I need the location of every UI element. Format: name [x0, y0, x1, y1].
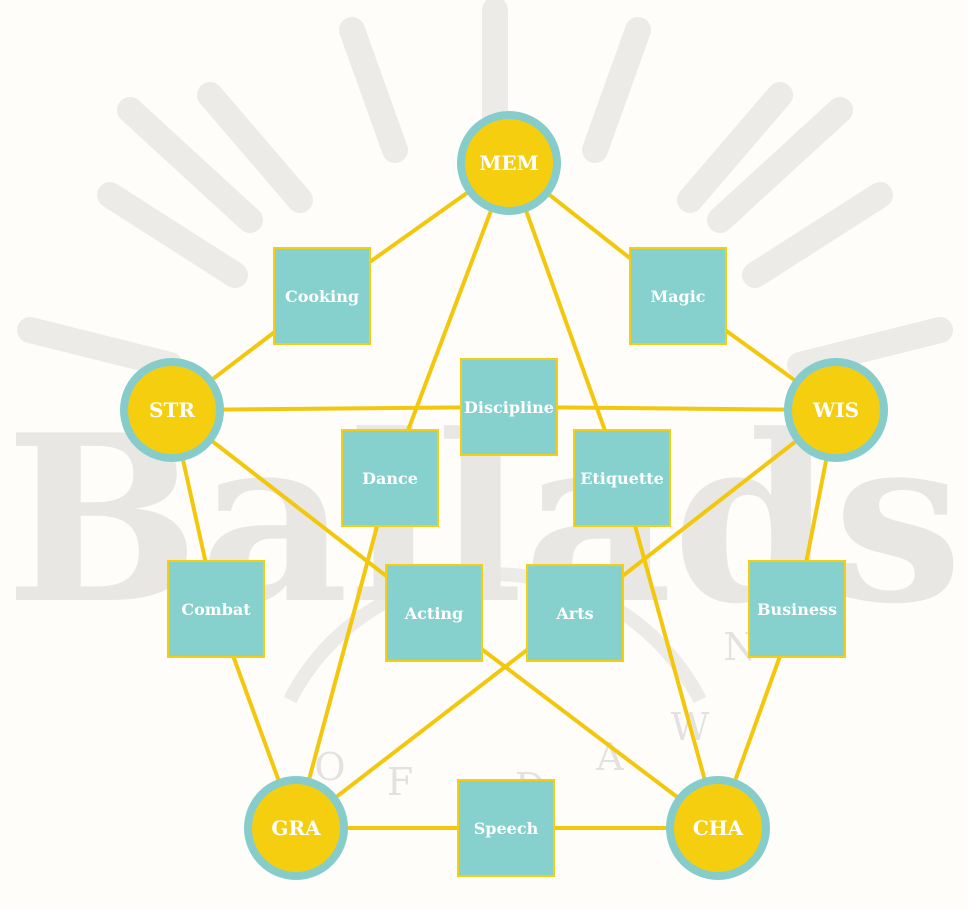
- attribute-label-gra: GRA: [271, 816, 321, 840]
- attribute-nodes: MEM STR WIS GRA CHA: [120, 111, 888, 880]
- skill-label-etiquette: Etiquette: [580, 469, 664, 488]
- skill-node-discipline: Discipline: [460, 358, 558, 456]
- skill-node-etiquette: Etiquette: [573, 429, 671, 527]
- watermark-letter: A: [595, 735, 624, 779]
- skill-node-speech: Speech: [457, 779, 555, 877]
- connector-dance-mem: [388, 161, 511, 480]
- skill-label-dance: Dance: [362, 469, 418, 488]
- skill-node-business: Business: [748, 560, 846, 658]
- skill-label-cooking: Cooking: [285, 287, 359, 306]
- skill-box: [526, 564, 624, 662]
- attribute-disc: [465, 119, 553, 207]
- skill-label-discipline: Discipline: [464, 398, 554, 417]
- connector-etiquette-cha: [620, 476, 720, 830]
- skill-label-acting: Acting: [404, 604, 463, 623]
- skill-node-cooking: Cooking: [273, 247, 371, 345]
- skill-node-arts: Arts: [526, 564, 624, 662]
- attribute-node-cha: CHA: [666, 776, 770, 880]
- connector-discipline-str: [170, 405, 511, 412]
- skill-box: [629, 247, 727, 345]
- connector-etiquette-mem: [507, 161, 624, 480]
- watermark-letter: O: [314, 745, 345, 789]
- skill-box: [573, 429, 671, 527]
- attribute-label-str: STR: [149, 398, 195, 422]
- skill-label-business: Business: [757, 600, 837, 619]
- skill-node-magic: Magic: [629, 247, 727, 345]
- skill-label-arts: Arts: [555, 604, 593, 623]
- skill-node-dance: Dance: [341, 429, 439, 527]
- skill-label-magic: Magic: [650, 287, 705, 306]
- connector-dance-gra: [294, 476, 392, 830]
- skill-label-speech: Speech: [474, 819, 539, 838]
- attribute-node-gra: GRA: [244, 776, 348, 880]
- skill-box: [341, 429, 439, 527]
- skill-box: [457, 779, 555, 877]
- attribute-node-wis: WIS: [784, 358, 888, 462]
- skill-label-combat: Combat: [181, 600, 251, 619]
- attribute-label-mem: MEM: [479, 151, 539, 175]
- attribute-disc: [128, 366, 216, 454]
- connector-discipline-wis: [507, 405, 838, 412]
- skill-box: [167, 560, 265, 658]
- skill-node-acting: Acting: [385, 564, 483, 662]
- skill-box: [460, 358, 558, 456]
- skill-node-combat: Combat: [167, 560, 265, 658]
- attribute-disc: [674, 784, 762, 872]
- skill-box: [385, 564, 483, 662]
- attribute-disc: [252, 784, 340, 872]
- attribute-label-wis: WIS: [812, 398, 859, 422]
- watermark-sunburst: [17, 0, 953, 378]
- attribute-node-str: STR: [120, 358, 224, 462]
- attribute-label-cha: CHA: [693, 816, 744, 840]
- watermark-letter: F: [387, 760, 413, 804]
- skill-box: [273, 247, 371, 345]
- watermark-arc: [283, 567, 707, 704]
- attribute-node-mem: MEM: [457, 111, 561, 215]
- skill-box: [748, 560, 846, 658]
- attribute-disc: [792, 366, 880, 454]
